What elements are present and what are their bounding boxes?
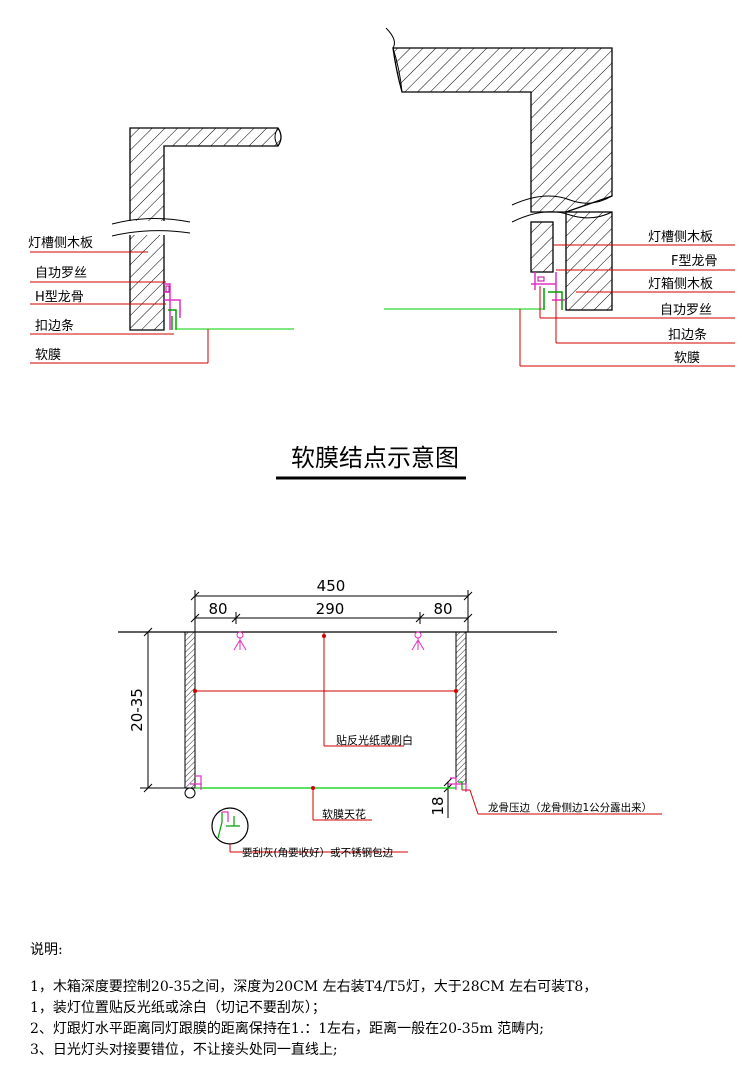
dimension-lines	[140, 590, 473, 818]
note-line-1: 1，木箱深度要控制20-35之间，深度为20CM 左右装T4/T5灯，大于28C…	[30, 979, 598, 995]
right-label-3: 自功罗丝	[660, 303, 712, 318]
left-leaders	[30, 251, 209, 364]
left-label-4: 软膜	[35, 348, 61, 363]
right-upper-wood	[392, 47, 613, 213]
note-line-4: 3、日光灯头对接要错位，不让接头处同一直线上;	[30, 1042, 338, 1058]
dim-depth: 20-35	[128, 688, 146, 732]
right-leaders	[519, 244, 735, 367]
label-ceiling: 软膜天花	[322, 807, 366, 821]
right-label-0: 灯槽侧木板	[648, 230, 713, 245]
dim-total: 450	[317, 577, 346, 595]
dim-right: 80	[433, 600, 452, 618]
label-corner: 要刮灰(角要收好）或不锈钢包边	[242, 846, 394, 859]
right-label-4: 扣边条	[668, 327, 707, 343]
left-label-2: H型龙骨	[35, 290, 84, 305]
left-label-0: 灯槽侧木板	[28, 236, 93, 251]
f-keel	[531, 272, 566, 301]
left-label-3: 扣边条	[35, 318, 74, 334]
section-drawing: 450 80 290 80 20-35 18 贴反光纸或刷白	[118, 577, 662, 859]
left-label-1: 自功罗丝	[35, 266, 87, 281]
diagram-title: 软膜结点示意图	[291, 444, 459, 472]
lamp-right	[411, 631, 425, 651]
lamp-left	[233, 631, 247, 651]
dim-gap: 18	[429, 796, 447, 815]
detail-right: 灯槽侧木板 F型龙骨 灯箱侧木板 自功罗丝 扣边条 软膜	[384, 27, 735, 367]
detail-left: 灯槽侧木板 自功罗丝 H型龙骨 扣边条 软膜	[28, 127, 294, 364]
notes-heading: 说明:	[30, 942, 63, 958]
left-side-board	[184, 631, 196, 789]
label-reflect: 贴反光纸或刷白	[336, 733, 413, 747]
label-keel: 龙骨压边（龙骨侧边1公分露出来）	[488, 801, 652, 814]
notes-block: 说明: 1，木箱深度要控制20-35之间，深度为20CM 左右装T4/T5灯，大…	[30, 940, 740, 1061]
right-label-5: 软膜	[674, 351, 700, 366]
right-label-1: F型龙骨	[671, 254, 717, 269]
dim-left: 80	[208, 600, 227, 618]
note-line-2: 1，装灯位置贴反光纸或涂白（切记不要刮灰）；	[30, 1000, 326, 1016]
right-board-a	[530, 221, 554, 273]
right-label-2: 灯箱侧木板	[648, 276, 713, 292]
right-board-b	[565, 211, 613, 311]
note-line-3: 2、灯跟灯水平距离同灯跟膜的距离保持在1.：1左右，距离一般在20-35m 范畴…	[30, 1021, 544, 1037]
dim-middle: 290	[316, 600, 345, 618]
right-side-board	[455, 631, 467, 785]
